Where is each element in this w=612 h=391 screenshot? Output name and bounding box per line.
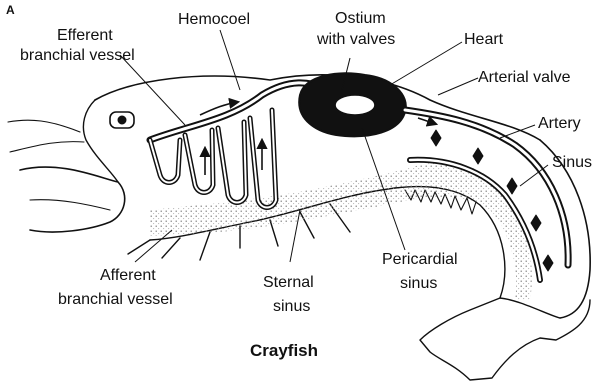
label-ostium-line2: with valves: [316, 31, 395, 48]
leader-arterial-valve: [438, 78, 478, 95]
artery-flow-arrow: [418, 118, 436, 124]
vessel-system: [150, 73, 568, 280]
leader-efferent: [120, 55, 185, 125]
leader-heart: [390, 42, 462, 85]
label-sternal-line2: sinus: [273, 298, 310, 315]
label-arterial-valve: Arterial valve: [478, 69, 571, 86]
label-pericardial-line2: sinus: [400, 275, 437, 292]
label-ostium-line1: Ostium: [335, 10, 386, 27]
label-sternal-line1: Sternal: [263, 274, 314, 291]
panel-letter: A: [6, 3, 15, 17]
ostium: [335, 95, 375, 115]
label-artery: Artery: [538, 115, 581, 132]
leader-artery: [500, 125, 535, 138]
leader-hemocoel: [220, 30, 240, 90]
antennae: [8, 120, 84, 152]
label-heart: Heart: [464, 31, 504, 48]
label-efferent-line2: branchial vessel: [20, 47, 135, 64]
label-afferent-line2: branchial vessel: [58, 291, 173, 308]
label-sinus: Sinus: [552, 154, 592, 171]
label-pericardial-line1: Pericardial: [382, 251, 458, 268]
label-efferent-line1: Efferent: [57, 27, 113, 44]
label-afferent-line1: Afferent: [100, 267, 156, 284]
claw-inner: [30, 200, 110, 210]
sternal-sinus-shading: [150, 162, 532, 300]
figure-caption: Crayfish: [250, 341, 318, 360]
label-hemocoel: Hemocoel: [178, 11, 250, 28]
tail-fan: [420, 298, 590, 380]
